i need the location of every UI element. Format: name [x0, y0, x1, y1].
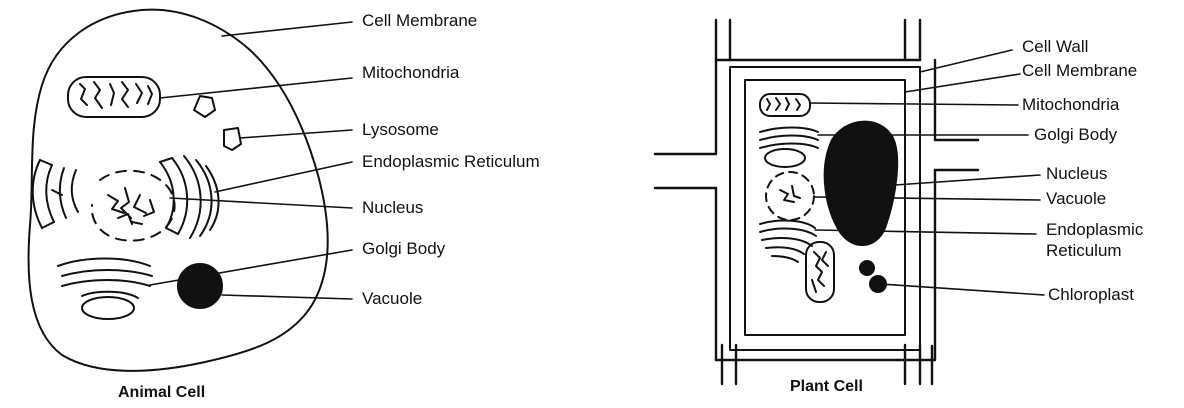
plant-label-vacuole: Vacuole	[1046, 190, 1106, 208]
plant-label-chloroplast: Chloroplast	[1048, 286, 1134, 304]
animal-label-nucleus: Nucleus	[362, 199, 423, 217]
plant-golgi-body	[760, 128, 818, 168]
animal-mitochondria	[68, 77, 160, 117]
animal-label-lysosome: Lysosome	[362, 121, 439, 139]
plant-endoplasmic-reticulum	[760, 221, 816, 262]
animal-cell-title: Animal Cell	[118, 384, 205, 402]
animal-label-mitochondria: Mitochondria	[362, 64, 459, 82]
plant-mitochondria	[760, 94, 810, 116]
plant-label-cell-membrane: Cell Membrane	[1022, 62, 1137, 80]
animal-label-vacuole: Vacuole	[362, 290, 422, 308]
animal-label-cell-membrane: Cell Membrane	[362, 12, 477, 30]
animal-cell-membrane-outline	[29, 10, 328, 371]
animal-golgi-body	[58, 259, 152, 320]
plant-label-mitochondria: Mitochondria	[1022, 96, 1119, 114]
animal-endoplasmic-reticulum-right	[160, 156, 219, 238]
animal-cell	[29, 10, 352, 371]
plant-cell	[655, 20, 1044, 384]
animal-leader-lines	[150, 22, 352, 299]
animal-endoplasmic-reticulum-left	[33, 160, 78, 228]
plant-label-golgi-body: Golgi Body	[1034, 126, 1117, 144]
plant-label-nucleus: Nucleus	[1046, 165, 1107, 183]
plant-label-cell-wall: Cell Wall	[1022, 38, 1088, 56]
plant-chloroplast	[806, 242, 834, 302]
plant-cell-wall-borders	[655, 20, 978, 384]
plant-label-reticulum: Reticulum	[1046, 242, 1122, 260]
plant-nucleus	[825, 122, 897, 245]
animal-vacuole	[178, 264, 222, 308]
animal-label-golgi-body: Golgi Body	[362, 240, 445, 258]
animal-lysosome-2	[224, 128, 241, 150]
plant-cell-title: Plant Cell	[790, 378, 863, 396]
plant-chloroplast-granule	[860, 261, 874, 275]
plant-label-endoplasmic: Endoplasmic	[1046, 221, 1143, 239]
animal-nucleus	[92, 171, 175, 241]
plant-vacuole	[766, 172, 814, 220]
animal-lysosome-1	[194, 96, 215, 117]
animal-label-endoplasmic-reticulum: Endoplasmic Reticulum	[362, 153, 540, 171]
